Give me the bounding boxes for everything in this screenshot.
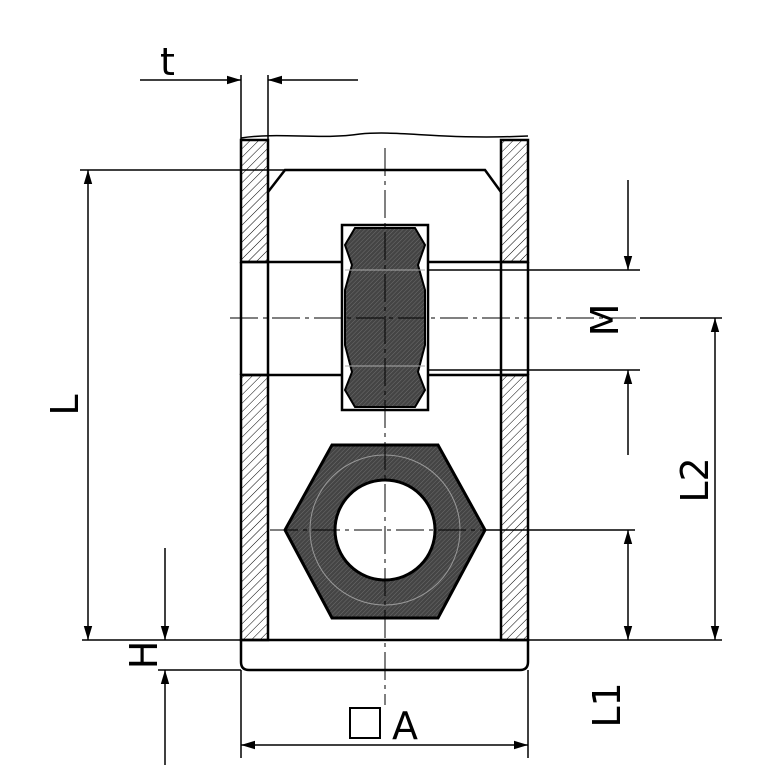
label-L2: L2 — [673, 457, 717, 502]
centerlines — [230, 148, 640, 705]
break-line — [240, 132, 529, 139]
bottom-plate — [239, 638, 530, 672]
square-symbol-icon — [349, 707, 381, 739]
dimensions — [80, 75, 722, 765]
label-L: L — [43, 394, 87, 415]
label-M: M — [583, 304, 627, 337]
label-L1: L1 — [585, 682, 629, 727]
right-wall-upper — [499, 138, 530, 264]
left-wall-lower — [239, 373, 270, 642]
right-wall-lower — [499, 373, 530, 642]
left-wall-upper — [239, 138, 270, 264]
label-t: t — [160, 40, 175, 84]
label-H: H — [122, 641, 166, 670]
label-A: A — [392, 704, 418, 748]
